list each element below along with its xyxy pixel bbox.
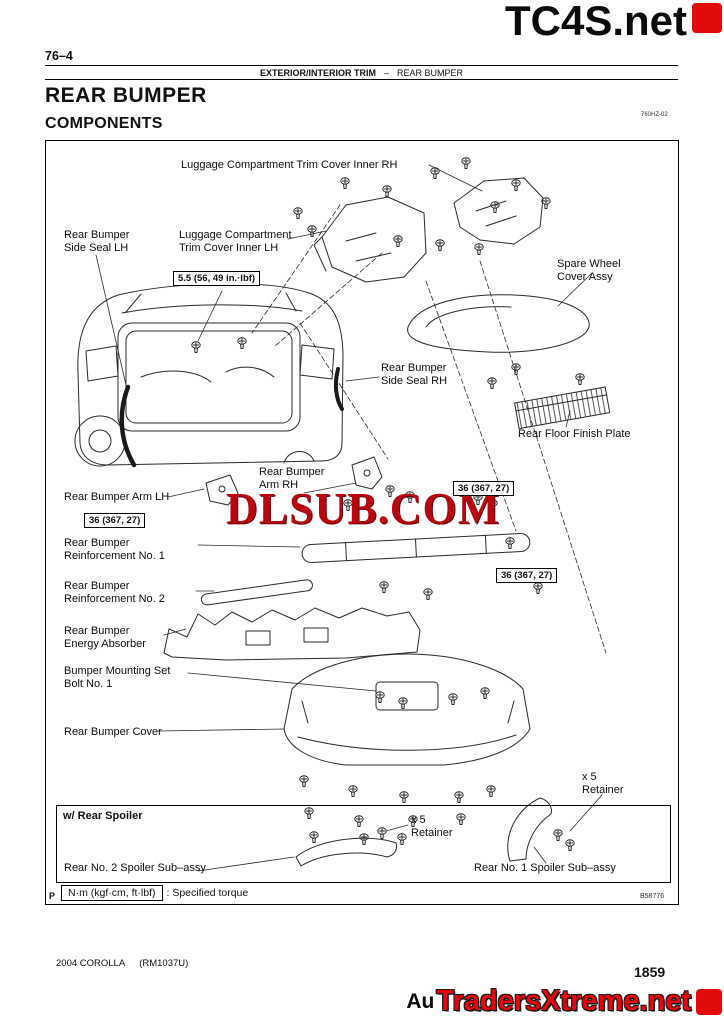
bottom-watermark: Au TradersXtreme.net	[406, 987, 722, 1016]
label-side-seal-lh: Rear Bumper Side Seal LH	[64, 229, 130, 255]
label-luggage-trim-lh: Luggage Compartment Trim Cover Inner LH	[179, 229, 292, 255]
bumper-arm-rh-part	[351, 456, 383, 490]
label-reinforcement-2: Rear Bumper Reinforcement No. 2	[64, 580, 165, 606]
side-seal-lh-part	[119, 384, 137, 468]
exploded-view-drawing	[74, 157, 611, 872]
reinforcement-1-part	[301, 533, 531, 563]
page-footer: 2004 COROLLA (RM1037U)	[56, 958, 188, 969]
footer-manual-code: (RM1037U)	[139, 958, 189, 969]
torque-spec-36-b: 36 (367, 27)	[84, 513, 146, 528]
printed-page-number: 1859	[634, 964, 666, 980]
header-topic: REAR BUMPER	[397, 67, 464, 78]
torque-unit-box: N·m (kgf·cm, ft·lbf)	[61, 885, 163, 901]
top-watermark: TC4S.net	[505, 0, 722, 42]
components-diagram: Luggage Compartment Trim Cover Inner RH …	[45, 140, 679, 905]
label-retainer-mid: x 5 Retainer	[411, 814, 453, 840]
header-section: EXTERIOR/INTERIOR TRIM	[259, 67, 376, 78]
torque-legend: N·m (kgf·cm, ft·lbf) : Specified torque	[61, 885, 248, 901]
torque-spec-36-c: 36 (367, 27)	[496, 568, 558, 583]
trim-cover-inner-lh	[313, 196, 427, 283]
label-energy-absorber: Rear Bumper Energy Absorber	[64, 625, 146, 651]
leader-lines	[95, 164, 603, 872]
page-reference: 76–4	[45, 49, 73, 63]
car-rear-sketch	[74, 283, 344, 467]
spoiler-2-part	[295, 837, 398, 867]
label-spare-wheel-cover: Spare Wheel Cover Assy	[557, 258, 621, 284]
torque-legend-text: : Specified torque	[166, 887, 249, 899]
bottom-watermark-prefix: Au	[406, 989, 435, 1013]
label-side-seal-rh: Rear Bumper Side Seal RH	[381, 362, 448, 388]
bottom-watermark-text: TradersXtreme.net	[436, 985, 691, 1017]
label-retainer-right: x 5 Retainer	[582, 771, 624, 797]
label-mounting-bolt: Bumper Mounting Set Bolt No. 1	[64, 665, 171, 691]
torque-spec-36-a: 36 (367, 27)	[453, 481, 515, 496]
trim-cover-inner-rh	[453, 177, 544, 245]
bumper-arm-lh-part	[205, 474, 239, 506]
floor-finish-plate-part	[514, 386, 611, 430]
corner-print-mark: P	[49, 891, 56, 901]
running-header: EXTERIOR/INTERIOR TRIM–REAR BUMPER	[45, 65, 678, 80]
spare-wheel-cover-part	[407, 294, 590, 353]
figure-code: B58776	[640, 893, 665, 900]
bottom-watermark-badge-icon	[696, 988, 722, 1015]
label-bumper-arm-lh: Rear Bumper Arm LH	[64, 491, 170, 503]
reinforcement-2-part	[200, 579, 313, 606]
label-luggage-trim-rh: Luggage Compartment Trim Cover Inner RH	[181, 159, 398, 171]
page-subtitle: COMPONENTS	[45, 115, 163, 132]
top-watermark-badge-icon	[692, 3, 722, 33]
rear-spoiler-section-label: w/ Rear Spoiler	[63, 810, 143, 822]
document-code: 760HZ-02	[641, 112, 668, 118]
footer-model: 2004 COROLLA	[56, 958, 126, 969]
label-reinforcement-1: Rear Bumper Reinforcement No. 1	[64, 537, 165, 563]
dashed-alignment-lines	[251, 204, 607, 654]
label-floor-finish-plate: Rear Floor Finish Plate	[518, 428, 631, 440]
page-title: REAR BUMPER	[45, 84, 207, 107]
rear-spoiler-section: w/ Rear Spoiler	[56, 805, 671, 883]
label-spoiler-2: Rear No. 2 Spoiler Sub–assy	[64, 862, 206, 874]
spoiler-1-part	[507, 797, 552, 862]
header-separator: –	[383, 67, 389, 78]
torque-spec-5-5: 5.5 (56, 49 in.·lbf)	[173, 271, 261, 286]
bumper-cover-part	[283, 653, 531, 766]
top-watermark-text: TC4S.net	[504, 0, 687, 44]
energy-absorber-part	[163, 607, 421, 661]
label-spoiler-1: Rear No. 1 Spoiler Sub–assy	[474, 862, 616, 874]
side-seal-rh-part	[333, 367, 344, 411]
label-bumper-arm-rh: Rear Bumper Arm RH	[259, 466, 325, 492]
label-bumper-cover: Rear Bumper Cover	[64, 726, 162, 738]
